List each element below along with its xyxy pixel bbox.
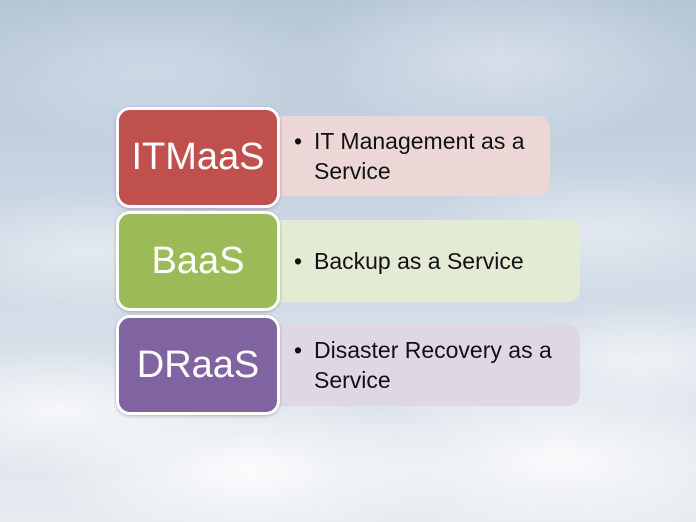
detail-itmaas: • IT Management as a Service xyxy=(262,116,550,196)
detail-text: Disaster Recovery as a Service xyxy=(314,337,552,393)
acronym-label: ITMaaS xyxy=(131,136,265,178)
acronym-label: BaaS xyxy=(151,239,245,282)
detail-list: • Backup as a Service xyxy=(292,246,524,276)
detail-baas: • Backup as a Service xyxy=(262,220,580,302)
detail-item: • Disaster Recovery as a Service xyxy=(292,335,564,395)
bullet-marker: • xyxy=(294,337,303,363)
detail-draas: • Disaster Recovery as a Service xyxy=(262,324,580,406)
detail-text: Backup as a Service xyxy=(314,248,524,274)
detail-text: IT Management as a Service xyxy=(314,128,525,184)
acronym-box-baas: BaaS xyxy=(116,211,280,311)
detail-list: • IT Management as a Service xyxy=(292,126,534,186)
acronym-box-itmaas: ITMaaS xyxy=(116,107,280,208)
detail-item: • IT Management as a Service xyxy=(292,126,534,186)
detail-item: • Backup as a Service xyxy=(292,246,524,276)
bullet-marker: • xyxy=(294,248,303,274)
acronym-box-draas: DRaaS xyxy=(116,315,280,415)
bullet-marker: • xyxy=(294,128,303,154)
acronym-label: DRaaS xyxy=(136,343,260,386)
detail-list: • Disaster Recovery as a Service xyxy=(292,335,564,395)
